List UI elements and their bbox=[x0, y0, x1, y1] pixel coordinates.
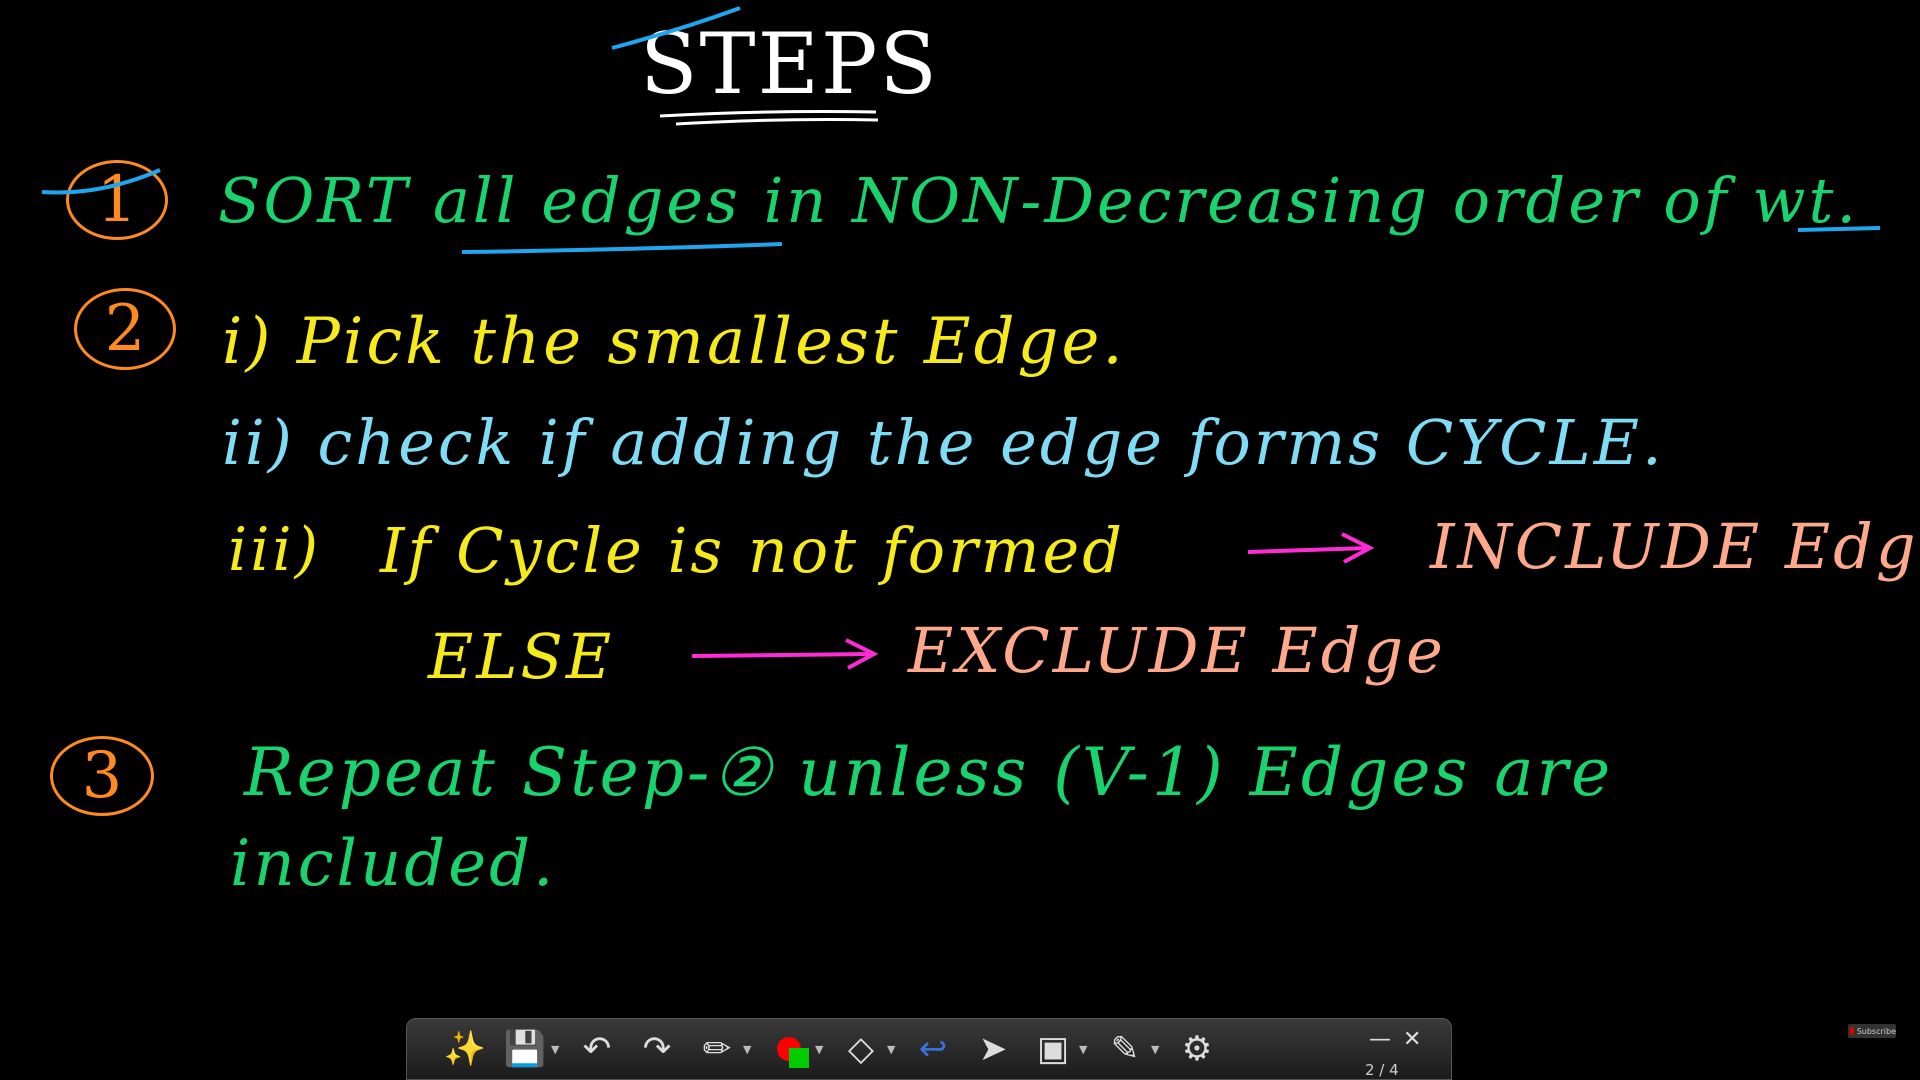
step-number-2: 2 bbox=[74, 288, 176, 370]
background-icon[interactable]: ▣ bbox=[1036, 1029, 1070, 1069]
chevron-down-icon[interactable]: ▼ bbox=[1151, 1042, 1160, 1056]
chevron-down-icon[interactable]: ▼ bbox=[743, 1042, 752, 1056]
include-edge-text: INCLUDE Edge bbox=[1430, 510, 1920, 583]
underline-all-edges bbox=[461, 242, 783, 254]
step2-sub1: i) Pick the smallest Edge. bbox=[222, 305, 1126, 379]
save-icon[interactable]: 💾 bbox=[503, 1029, 547, 1069]
curve-undo-icon[interactable]: ↩ bbox=[918, 1029, 948, 1069]
subscribe-badge[interactable]: Subscribe bbox=[1848, 1024, 1896, 1038]
title-underline-2 bbox=[675, 118, 879, 126]
exclude-edge-text: EXCLUDE Edge bbox=[908, 614, 1446, 687]
step2-sub3-prefix: iii) bbox=[228, 515, 321, 585]
chevron-down-icon[interactable]: ▼ bbox=[1079, 1042, 1088, 1056]
chevron-down-icon[interactable]: ▼ bbox=[815, 1042, 824, 1056]
step1-text: SORT all edges in NON-Decreasing order o… bbox=[218, 164, 1860, 237]
page-indicator: 2 / 4 bbox=[1365, 1061, 1399, 1079]
step-number-1: 1 bbox=[66, 160, 168, 240]
magic-wand-icon[interactable]: ✨ bbox=[443, 1029, 487, 1069]
redo-icon[interactable]: ↷ bbox=[642, 1029, 672, 1069]
youtube-icon bbox=[1850, 1027, 1854, 1035]
exclude-arrow bbox=[691, 638, 879, 670]
include-arrow bbox=[1247, 532, 1375, 564]
color-picker-icon[interactable] bbox=[765, 1026, 813, 1072]
settings-icon[interactable]: ⚙ bbox=[1181, 1029, 1213, 1069]
pointer-icon[interactable]: ➤ bbox=[978, 1029, 1008, 1069]
minimize-icon[interactable]: — bbox=[1369, 1027, 1391, 1052]
step2-sub3-text: If Cycle is not formed bbox=[380, 514, 1125, 587]
highlighter-icon[interactable]: ✎ bbox=[1110, 1029, 1140, 1069]
step2-sub2: ii) check if adding the edge forms CYCLE… bbox=[222, 406, 1665, 479]
chevron-down-icon[interactable]: ▼ bbox=[551, 1042, 560, 1056]
else-label: ELSE bbox=[428, 620, 615, 693]
drawing-toolbar: ✨ 💾 ▼ ↶ ↷ ✏ ▼ ▼ ◇ ▼ ↩ ➤ ▣ ▼ ✎ ▼ ⚙ — ✕ 2 … bbox=[406, 1018, 1452, 1080]
page-title: STEPS bbox=[640, 15, 939, 113]
pen-icon[interactable]: ✏ bbox=[702, 1029, 732, 1069]
step-number-3: 3 bbox=[50, 736, 154, 816]
undo-icon[interactable]: ↶ bbox=[582, 1029, 612, 1069]
eraser-icon[interactable]: ◇ bbox=[847, 1029, 875, 1069]
subscribe-label: Subscribe bbox=[1856, 1026, 1896, 1036]
chevron-down-icon[interactable]: ▼ bbox=[887, 1042, 896, 1056]
step3-line2: included. bbox=[230, 827, 557, 901]
step3-line1: Repeat Step-② unless (V-1) Edges are bbox=[244, 734, 1614, 811]
close-icon[interactable]: ✕ bbox=[1403, 1027, 1422, 1052]
